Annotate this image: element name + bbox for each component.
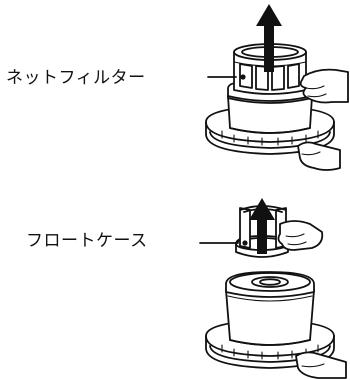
net-filter-label: ネットフィルター — [6, 68, 146, 88]
up-arrow-icon — [256, 4, 282, 72]
float-case-assembly — [199, 198, 324, 258]
up-arrow-icon — [249, 198, 275, 254]
dust-cup-assembly-top — [205, 4, 349, 171]
float-case-label: フロートケース — [26, 231, 148, 251]
dust-cup-assembly-bottom — [205, 271, 347, 379]
